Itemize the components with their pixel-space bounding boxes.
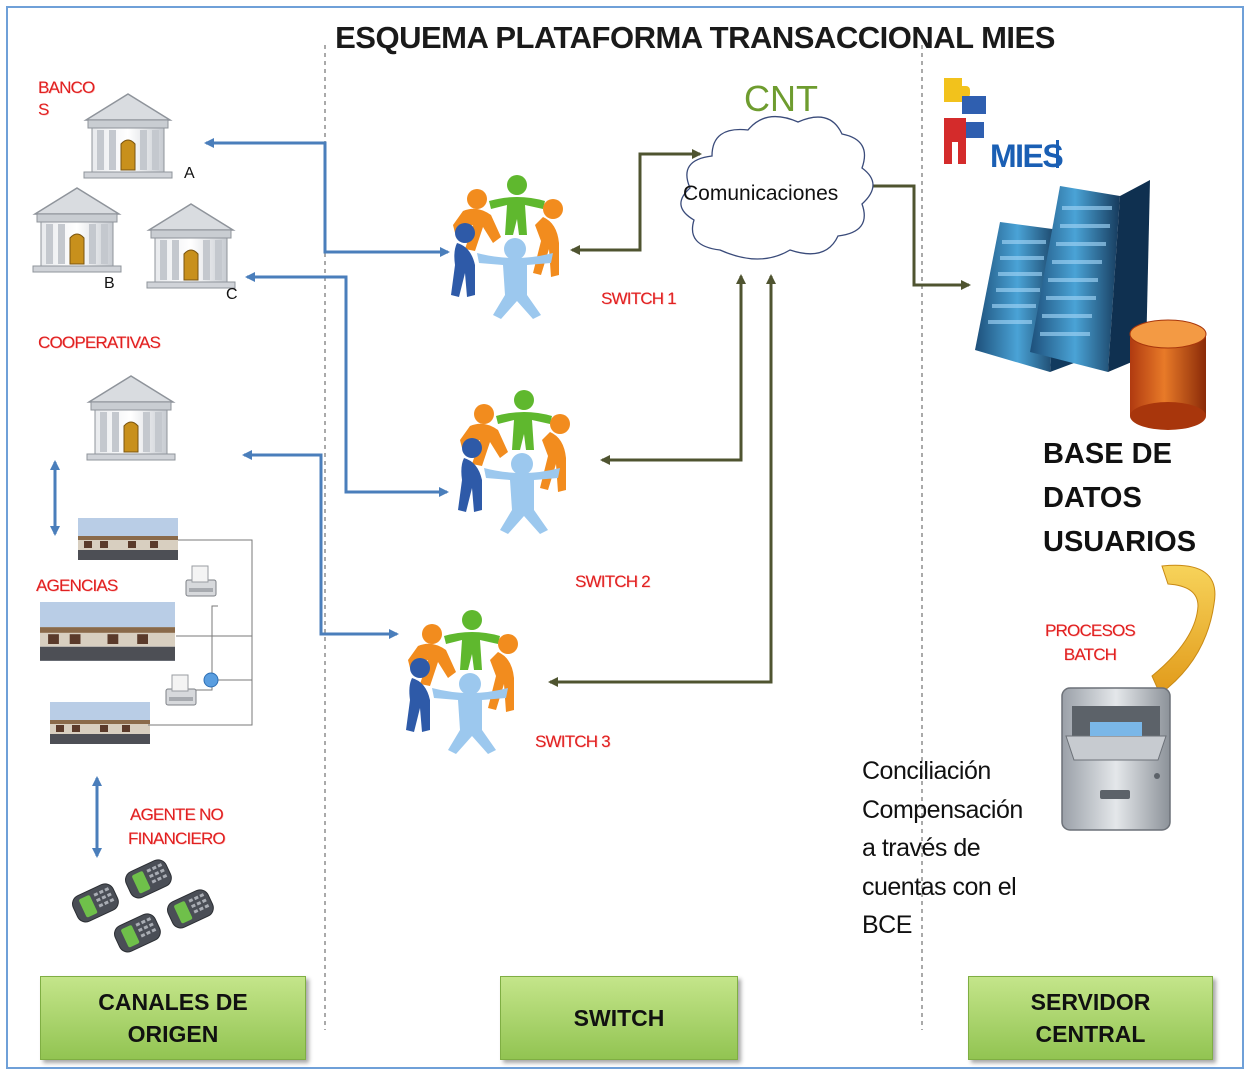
- comunicaciones-label: Comunicaciones: [683, 182, 839, 205]
- agente-no-financiero-label: AGENTE NO FINANCIERO: [128, 805, 226, 848]
- network-node-icon: [203, 672, 219, 688]
- pos-terminal-3-icon: [164, 886, 217, 932]
- servidor-central-box: SERVIDOR CENTRAL: [968, 976, 1213, 1060]
- procesos-batch-label: PROCESOS BATCH: [1045, 621, 1136, 664]
- pos-terminal-2-icon: [69, 880, 122, 926]
- agency-store-2-icon: [40, 602, 175, 661]
- bank-b-icon: [32, 187, 122, 273]
- file-cabinet-icon: [1061, 687, 1171, 831]
- printer-1-icon: [185, 565, 217, 597]
- switch-2-icon: [458, 390, 570, 534]
- bank-c-label: C: [226, 286, 238, 303]
- mies-logo-icon: [944, 78, 1059, 168]
- switch-cloud-arrows: [548, 149, 971, 687]
- cnt-label: CNT: [744, 78, 818, 119]
- bank-a-icon: [83, 93, 173, 179]
- agency-store-3-icon: [50, 702, 150, 744]
- pos-terminal-4-icon: [111, 910, 164, 956]
- cnt-cloud-icon: [680, 115, 874, 260]
- page-title: ESQUEMA PLATAFORMA TRANSACCIONAL MIES: [335, 20, 1055, 55]
- switch-3-label: SWITCH 3: [535, 732, 611, 751]
- central-server-icon: [975, 180, 1207, 430]
- diagram-frame: [6, 6, 1244, 1069]
- bank-c-icon: [146, 203, 236, 289]
- switch-2-label: SWITCH 2: [575, 572, 651, 591]
- database-label: BASE DE DATOS USUARIOS: [1043, 438, 1197, 558]
- canales-de-origen-box: CANALES DE ORIGEN: [40, 976, 306, 1060]
- cooperativas-label: COOPERATIVAS: [38, 333, 161, 352]
- mies-logo-text: MIES: [990, 138, 1064, 174]
- channel-switch-arrows: [204, 138, 450, 639]
- pos-terminal-1-icon: [122, 856, 175, 902]
- switch-1-label: SWITCH 1: [601, 289, 677, 308]
- switch-box: SWITCH: [500, 976, 738, 1060]
- bank-b-label: B: [104, 275, 115, 292]
- bancos-label: BANCO S: [38, 78, 95, 119]
- batch-curved-arrow-icon: [1151, 564, 1216, 695]
- switch-3-icon: [406, 610, 518, 754]
- bank-a-label: A: [184, 165, 195, 182]
- switch-1-icon: [451, 175, 563, 319]
- conciliacion-text: Conciliación Compensación a través de cu…: [862, 757, 1023, 939]
- agency-store-1-icon: [78, 518, 178, 560]
- cooperativa-bank-icon: [86, 375, 176, 461]
- agencias-label: AGENCIAS: [36, 576, 118, 595]
- printer-2-icon: [165, 674, 197, 706]
